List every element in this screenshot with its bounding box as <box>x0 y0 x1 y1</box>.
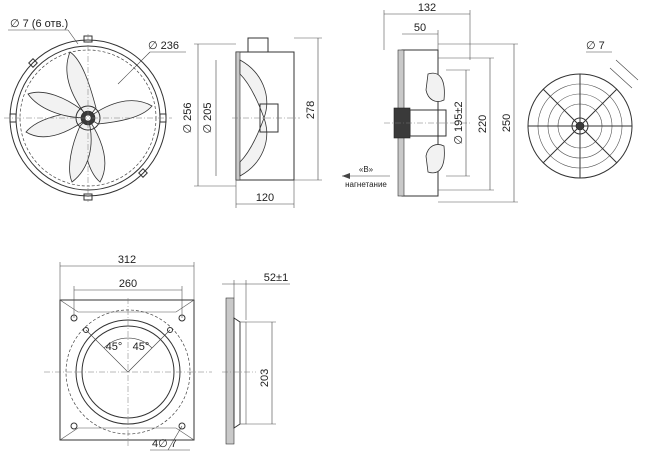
front-outer-dia-label: ∅ 236 <box>148 40 179 52</box>
plate-width-312: 312 <box>118 254 136 266</box>
plate-width-260: 260 <box>119 278 137 290</box>
plate-outer <box>59 299 195 441</box>
section-width-50: 50 <box>414 22 426 34</box>
plate-holes-label: 4∅ 7 <box>152 438 177 450</box>
front-blades <box>25 51 153 183</box>
section-dia-195: ∅ 195±2 <box>453 101 465 144</box>
grille-hub <box>571 117 589 135</box>
front-holes-label: ∅ 7 (6 отв.) <box>10 18 68 30</box>
side-dia-205: ∅ 205 <box>202 103 214 134</box>
side-view: ∅ 256 ∅ 205 278 120 <box>182 37 322 208</box>
side-height-278: 278 <box>305 101 317 119</box>
plate-side-height-203: 203 <box>259 369 271 387</box>
side-depth-120: 120 <box>256 192 274 204</box>
section-flow-label: «B» <box>359 165 374 174</box>
grille-view: ∅ 7 <box>527 40 639 179</box>
front-view: ∅ 7 (6 отв.) ∅ 236 <box>4 18 186 202</box>
plate-view: 45° 45° 312 260 4∅ 7 <box>44 254 212 451</box>
plate-angle-right: 45° <box>133 341 150 353</box>
plate-side-depth-52: 52±1 <box>264 272 288 284</box>
side-dia-256: ∅ 256 <box>182 103 194 134</box>
plate-side-flange <box>225 297 235 445</box>
section-width-132: 132 <box>418 2 436 14</box>
section-height-250: 250 <box>501 114 513 132</box>
plate-angle-left: 45° <box>106 341 123 353</box>
section-height-220: 220 <box>477 115 489 133</box>
side-terminal-box <box>247 37 269 53</box>
plate-side-view: 52±1 203 <box>222 272 290 445</box>
grille-hole-label: ∅ 7 <box>586 40 605 52</box>
section-view: 132 50 ∅ 195±2 220 250 «B» нагнетание <box>342 2 518 203</box>
section-flow-caption: нагнетание <box>345 180 387 189</box>
